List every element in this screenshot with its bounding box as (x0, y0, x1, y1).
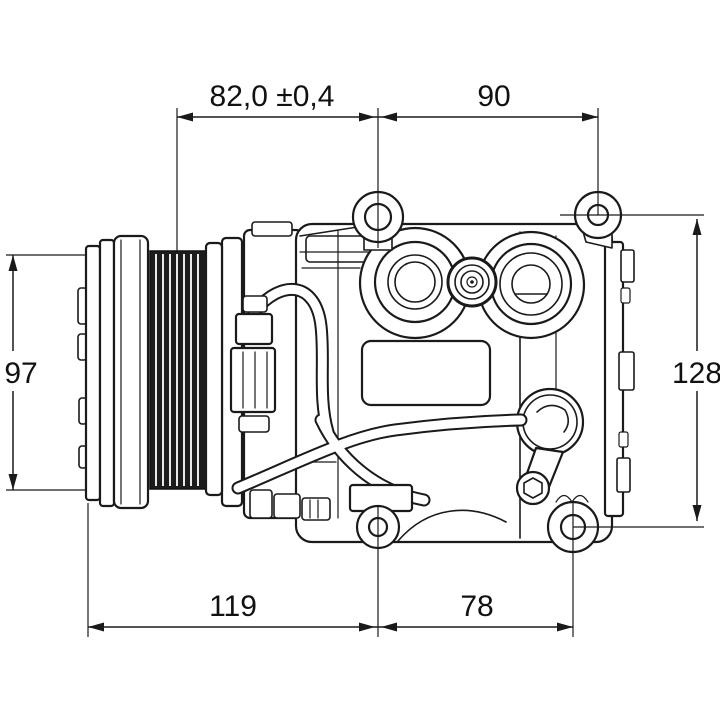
suction-port-mid (387, 254, 443, 310)
nose-block-3 (301, 497, 331, 521)
dim-97-label-bg (1, 351, 42, 391)
arrow-bottom-b-left (381, 622, 397, 632)
port-bosses (358, 226, 586, 340)
label-plate (360, 339, 492, 407)
belt-groove-section (149, 250, 207, 490)
flange-tab-4 (618, 431, 629, 448)
dim-top-left-label: 82,0 ±0,4 (210, 80, 335, 113)
suction-port-inner (394, 261, 436, 303)
hub-plate-front (112, 234, 150, 510)
dim-bottom-right-label: 78 (460, 590, 493, 623)
flange-tab-5 (616, 457, 631, 493)
connector-top-tab (242, 295, 268, 313)
sensor-center-dot (470, 280, 474, 284)
swing-mount-boss (515, 387, 589, 506)
harness-tube-main (233, 415, 526, 493)
flange-tab-2 (620, 287, 631, 304)
front-block-step (251, 221, 293, 237)
hub-plate-lines (120, 239, 141, 505)
dim-left-label: 97 (4, 357, 37, 390)
boss-detail-arc (536, 404, 570, 433)
connector-pins (242, 351, 268, 409)
connector-head (234, 312, 274, 346)
flange-tab-1 (620, 249, 635, 283)
arrow-left-down (8, 474, 18, 490)
arrow-top-a-right (359, 112, 375, 122)
arrow-left-up (8, 255, 18, 271)
dim-128-label-bg (668, 351, 720, 391)
flange-tab-3 (618, 351, 635, 391)
arrow-bottom-a-right (359, 622, 375, 632)
dim-right-label: 128 (672, 357, 720, 390)
rear-mounting-flange (603, 240, 635, 518)
sensor-boss (446, 256, 498, 308)
bottom-scallop (397, 509, 507, 542)
connector-base (238, 415, 270, 433)
discharge-port-inner (511, 264, 551, 304)
arrow-right-up (692, 219, 702, 235)
pulley-back-flange (204, 241, 224, 497)
clutch-pulley (77, 234, 224, 510)
arrow-bottom-a-left (88, 622, 104, 632)
dim-top-right-label: 90 (477, 80, 510, 113)
armature-plate (84, 244, 102, 502)
nose-hardware (249, 489, 331, 521)
sensor-ring-2 (454, 264, 490, 300)
extension-lines (6, 108, 704, 637)
dimension-lines: 82,0 ±0,4 90 97 128 119 78 (1, 80, 720, 632)
sensor-ring-3 (460, 270, 484, 294)
arrow-bottom-b-right (557, 622, 573, 632)
electrical-connector (229, 295, 277, 433)
arrow-top-b-left (381, 112, 397, 122)
arrow-top-b-right (582, 112, 598, 122)
discharge-port-mid (499, 252, 563, 316)
nose-block-lines (309, 499, 319, 519)
dim-bottom-left-label: 119 (209, 590, 257, 623)
harness-tube-loop (249, 284, 333, 437)
sensor-ring-4 (466, 276, 478, 288)
connector-body (229, 346, 277, 414)
arrow-right-down (692, 505, 702, 521)
hex-bolt-icon (523, 477, 543, 499)
nose-block-2 (273, 493, 301, 519)
nose-block-1 (249, 489, 273, 519)
top-edge-line (299, 225, 365, 237)
hub-plate-rear (98, 238, 116, 508)
arrow-top-a-left (177, 112, 193, 122)
belt-groove-ridges (155, 254, 199, 486)
